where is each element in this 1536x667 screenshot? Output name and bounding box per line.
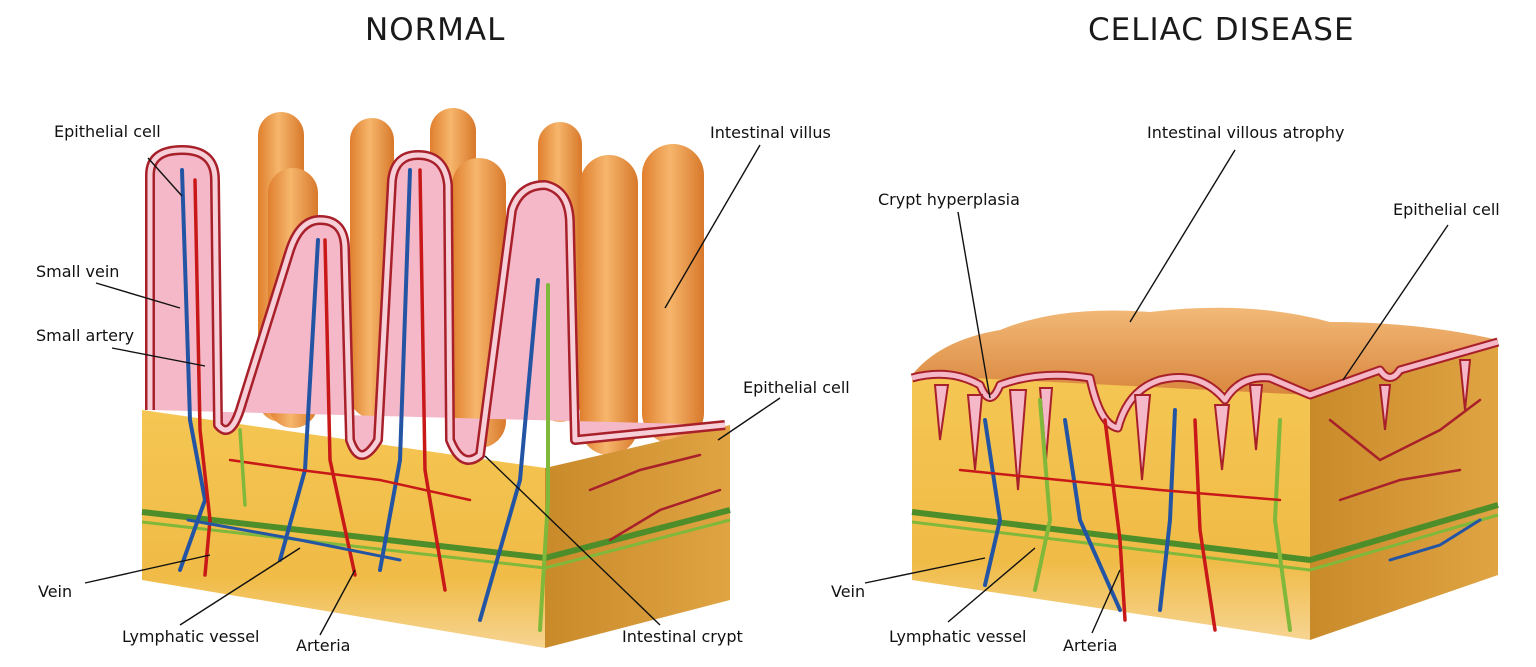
normal-section-villi <box>145 145 726 465</box>
leader-lines <box>84 144 1449 636</box>
label-celiac-crypt-hyperplasia: Crypt hyperplasia <box>878 190 1020 209</box>
label-celiac-villous-atrophy: Intestinal villous atrophy <box>1147 123 1345 142</box>
label-normal-small-vein: Small vein <box>36 262 120 281</box>
label-celiac-arteria: Arteria <box>1063 636 1118 655</box>
label-celiac-lymphatic-vessel: Lymphatic vessel <box>889 627 1027 646</box>
label-normal-arteria: Arteria <box>296 636 351 655</box>
label-normal-small-artery: Small artery <box>36 326 135 345</box>
label-normal-epithelial-cell-right: Epithelial cell <box>743 378 850 397</box>
normal-tissue-block <box>141 108 731 648</box>
label-celiac-epithelial-cell: Epithelial cell <box>1393 200 1500 219</box>
celiac-vessels <box>958 398 1482 632</box>
label-normal-intestinal-villus: Intestinal villus <box>710 123 831 142</box>
label-celiac-vein: Vein <box>831 582 866 601</box>
title-celiac: CELIAC DISEASE <box>1088 12 1355 48</box>
celiac-crypts <box>933 359 1472 491</box>
label-normal-epithelial-cell-top: Epithelial cell <box>54 122 161 141</box>
normal-vessels <box>178 168 722 632</box>
label-normal-lymphatic-vessel: Lymphatic vessel <box>122 627 260 646</box>
title-normal: NORMAL <box>365 12 506 48</box>
celiac-tissue-block <box>910 307 1500 640</box>
label-normal-intestinal-crypt: Intestinal crypt <box>622 627 743 646</box>
label-normal-vein: Vein <box>38 582 73 601</box>
